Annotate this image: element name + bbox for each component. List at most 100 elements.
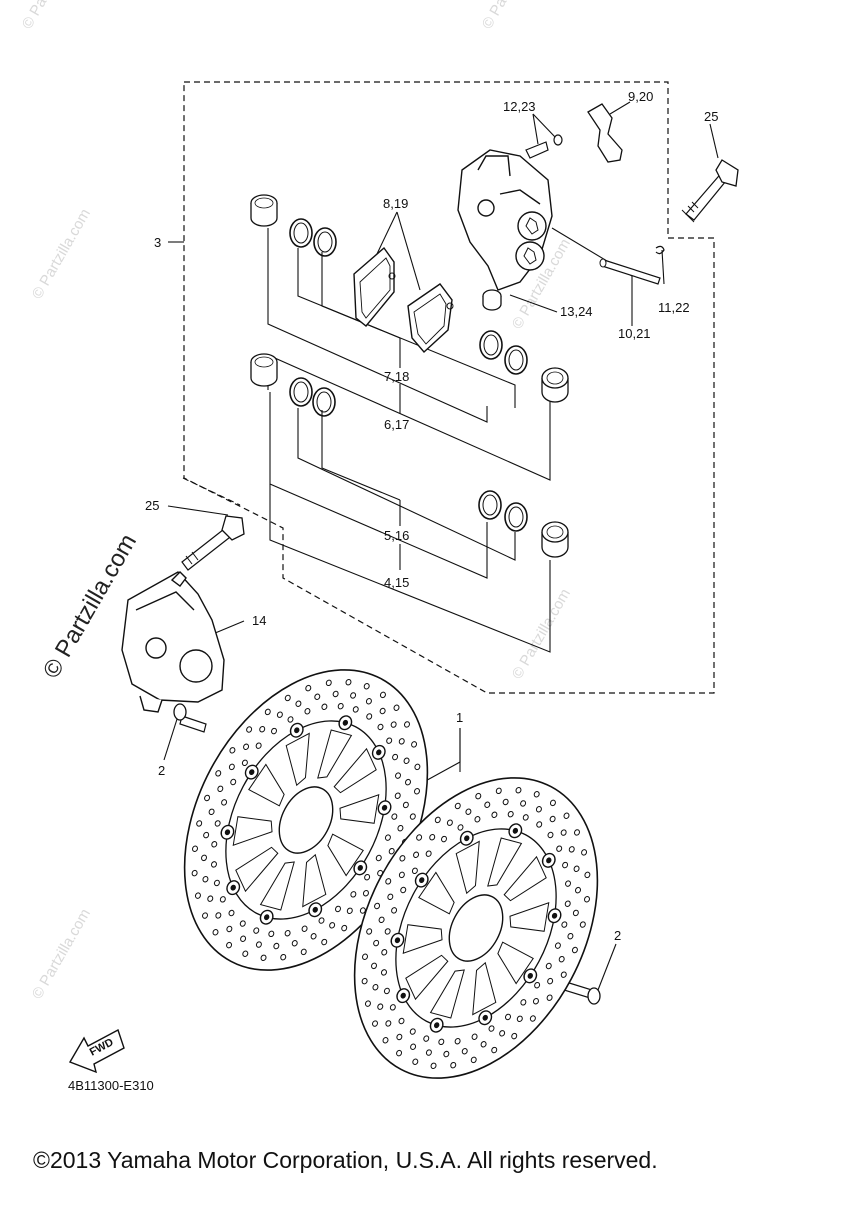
disc-hole: [332, 690, 339, 698]
label-4-15: 4,15: [384, 575, 409, 590]
label-14: 14: [252, 613, 266, 628]
disc-hole: [259, 725, 266, 733]
disc-hole: [337, 702, 344, 710]
disc-hole: [470, 1056, 477, 1064]
disc-hole: [385, 1020, 392, 1027]
disc-hole: [581, 849, 588, 856]
disc-hole: [364, 1000, 371, 1007]
disc-hole: [377, 723, 384, 731]
disc-hole: [546, 994, 553, 1001]
disc-hole: [454, 1037, 461, 1045]
piston-upper-left: [250, 194, 278, 227]
disc-hole: [380, 969, 387, 976]
disc-hole: [375, 854, 382, 862]
label-9-20: 9,20: [628, 89, 653, 104]
copyright-notice: ©2013 Yamaha Motor Corporation, U.S.A. A…: [33, 1147, 658, 1173]
disc-hole: [520, 999, 527, 1006]
disc-hole: [511, 1032, 518, 1040]
disc-hole: [434, 816, 441, 824]
label-25-lower: 25: [145, 498, 159, 513]
disc-hole: [202, 912, 209, 919]
disc-hole: [398, 1017, 405, 1025]
disc-hole: [399, 855, 406, 862]
disc-button-rivet: [394, 937, 401, 944]
caliper-assembly-dashed-outline: [183, 81, 715, 694]
disc-hole: [402, 801, 409, 809]
disc-hole: [204, 794, 211, 802]
disc-hole: [268, 930, 275, 938]
disc-hole: [429, 833, 436, 841]
disc-spoke: [259, 861, 295, 911]
disc-button-rivet: [342, 719, 349, 726]
disc-hole: [505, 1013, 511, 1021]
disc-button-rivet: [546, 857, 552, 864]
union-bolt-cap: [482, 289, 502, 311]
brake-pad-right: [407, 283, 454, 354]
disc-hole: [474, 816, 481, 823]
disc-hole: [558, 955, 565, 963]
disc-hole: [454, 802, 461, 810]
disc-hole: [393, 704, 400, 711]
disc-hole: [502, 798, 509, 806]
disc-hole: [563, 812, 570, 819]
disc-hole: [583, 896, 590, 903]
brake-pad-left: [353, 246, 396, 327]
disc-spoke: [472, 961, 497, 1016]
disc-hole: [475, 792, 482, 800]
disc-button-rivet: [249, 769, 255, 776]
disc-hole: [300, 948, 307, 956]
disc-hole: [416, 834, 423, 841]
mounting-bolt-upper: [681, 159, 739, 223]
disc-hole: [255, 742, 262, 749]
disc-hole: [568, 846, 575, 853]
disc-hole: [321, 938, 328, 946]
disc-hole: [425, 1049, 432, 1056]
clip: [655, 245, 665, 255]
disc-hole: [567, 932, 574, 940]
disc-hole: [241, 759, 248, 767]
disc-hole: [457, 824, 464, 831]
label-7-18: 7,18: [384, 369, 409, 384]
disc-hole: [287, 716, 294, 723]
piston-seal-lower-left: [312, 387, 336, 417]
disc-button-rivet: [400, 992, 406, 999]
label-8-19: 8,19: [383, 196, 408, 211]
disc-hole: [345, 678, 352, 686]
label-11-22: 11,22: [658, 300, 690, 315]
disc-hole: [301, 925, 308, 932]
disc-hole: [384, 928, 391, 935]
disc-button-rivet: [224, 829, 231, 836]
disc-button-rivet: [294, 727, 300, 734]
disc-hole: [271, 727, 277, 735]
disc-body: [183, 669, 429, 971]
disc-hole: [425, 850, 432, 857]
dust-seal-upper-right: [479, 330, 503, 360]
disc-hole: [471, 1033, 478, 1040]
disc-hole: [398, 738, 405, 745]
piston-lower-right: [541, 521, 569, 558]
disc-hole: [381, 949, 388, 956]
disc-hole: [560, 971, 567, 978]
disc-hole: [423, 1035, 430, 1042]
disc-hole: [495, 787, 502, 795]
disc-hole: [350, 692, 357, 699]
disc-button-rivet: [433, 1022, 440, 1029]
disc-spoke: [248, 763, 285, 807]
disc-hole: [388, 847, 395, 855]
disc-hole: [242, 950, 249, 957]
disc-hole: [284, 694, 291, 702]
disc-hole: [545, 962, 552, 970]
disc-hole: [219, 896, 226, 903]
disc-button-rivet: [230, 884, 236, 891]
disc-spoke: [509, 902, 550, 932]
disc-button-rivet: [464, 835, 470, 842]
dust-seal-upper-left: [289, 218, 313, 248]
disc-hole: [201, 854, 207, 862]
disc-hole: [522, 814, 529, 821]
disc-button-rivet: [551, 912, 558, 919]
disc-hole: [386, 737, 393, 744]
disc-hole: [547, 831, 554, 839]
disc-hole: [366, 928, 373, 935]
disc-hole: [515, 786, 522, 794]
